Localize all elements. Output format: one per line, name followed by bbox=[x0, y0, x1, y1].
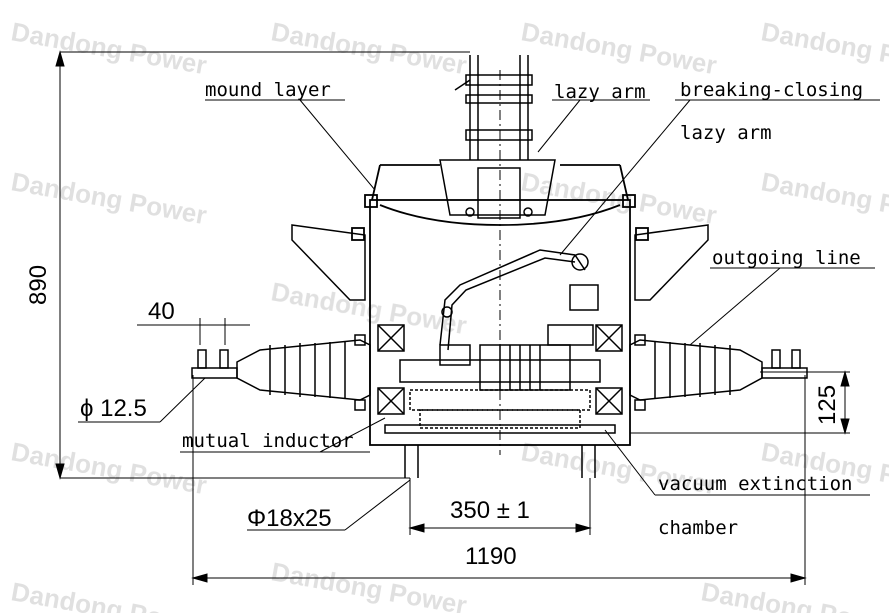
dim-total-width: 1190 bbox=[465, 543, 517, 570]
label-breaking-closing-lazy-arm: lazy arm bbox=[680, 122, 772, 144]
watermark-text: Dandong Power bbox=[519, 166, 719, 230]
internal-mechanism bbox=[377, 249, 623, 434]
dim-mount-spacing: 350 ± 1 bbox=[450, 497, 530, 524]
watermark-text: Dandong Power bbox=[519, 16, 719, 80]
watermark-text: Dandong Power bbox=[9, 16, 209, 80]
watermark-layer: Dandong Power Dandong Power Dandong Powe… bbox=[9, 16, 889, 613]
watermark-text: Dandong Power bbox=[269, 276, 469, 340]
label-breaking-closing: breaking-closing bbox=[680, 79, 863, 101]
side-brackets bbox=[291, 224, 709, 301]
watermark-text: Dandong Power bbox=[269, 556, 469, 613]
label-outgoing-line: outgoing line bbox=[712, 247, 861, 269]
watermark-text: Dandong Power bbox=[759, 16, 889, 80]
dim-mount-hole: Φ18x25 bbox=[247, 505, 332, 532]
dim-terminal-height: 125 bbox=[814, 385, 841, 425]
watermark-text: Dandong Power bbox=[9, 576, 209, 613]
dim-height: 890 bbox=[25, 265, 52, 305]
label-chamber: chamber bbox=[658, 517, 738, 539]
mounting-feet bbox=[404, 445, 596, 478]
label-mutual-inductor: mutual inductor bbox=[182, 430, 354, 452]
watermark-text: Dandong Power bbox=[269, 16, 469, 80]
watermark-text: Dandong Power bbox=[9, 166, 209, 230]
main-housing bbox=[351, 164, 649, 446]
right-bushing bbox=[629, 334, 808, 411]
leader-lines bbox=[78, 99, 880, 531]
top-mechanism bbox=[439, 55, 556, 219]
dim-terminal-spacing: 40 bbox=[148, 298, 175, 325]
left-bushing bbox=[191, 334, 371, 411]
label-lazy-arm: lazy arm bbox=[554, 81, 646, 103]
dim-terminal-diameter: ϕ 12.5 bbox=[80, 395, 147, 422]
dimension-lines bbox=[55, 50, 850, 585]
label-mound-layer: mound layer bbox=[205, 79, 331, 101]
watermark-text: Dandong Power bbox=[699, 576, 889, 613]
label-vacuum-extinction: vacuum extinction bbox=[658, 473, 852, 495]
watermark-text: Dandong Power bbox=[759, 166, 889, 230]
watermark-text: Dandong Power bbox=[9, 436, 209, 500]
